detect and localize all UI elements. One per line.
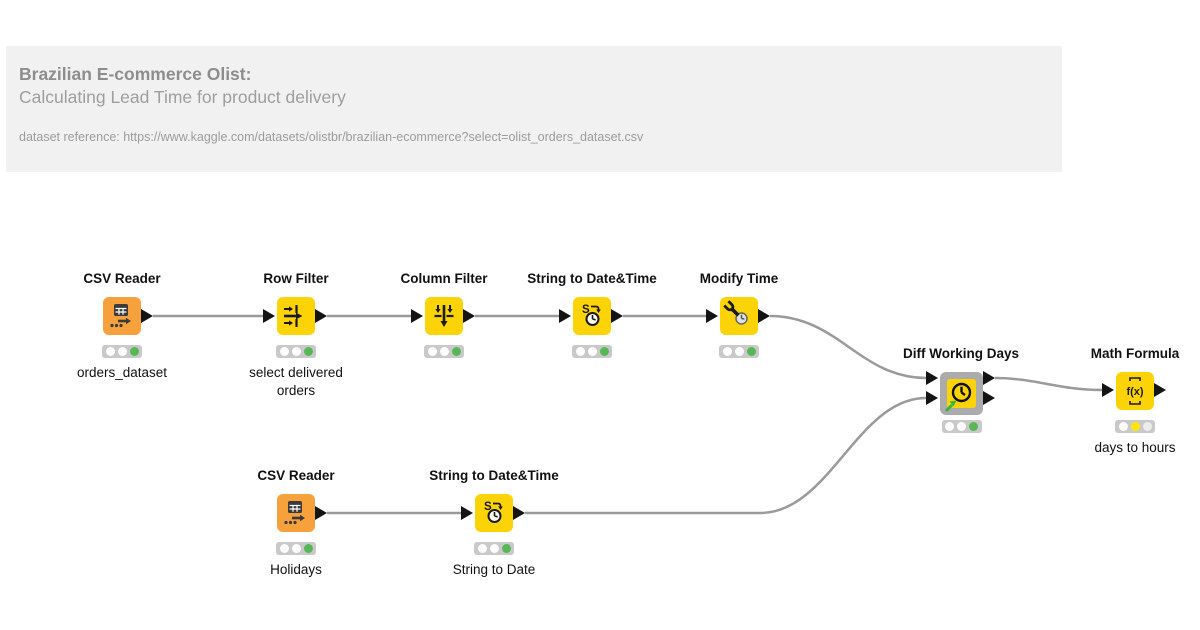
- node-title: Row Filter: [263, 271, 329, 286]
- row-filter-icon[interactable]: [277, 297, 315, 335]
- csv-reader-icon[interactable]: [103, 297, 141, 335]
- node-row-filter[interactable]: Row Filter select delivered orders: [249, 271, 343, 398]
- output-port[interactable]: [513, 506, 525, 520]
- traffic-light: [474, 542, 514, 555]
- annotation-dataset-reference: dataset reference: https://www.kaggle.co…: [19, 130, 644, 144]
- node-title: CSV Reader: [257, 468, 335, 483]
- traffic-light: [719, 345, 759, 358]
- node-title: String to Date&Time: [429, 468, 559, 483]
- node-title: Modify Time: [699, 271, 779, 286]
- string-to-datetime-icon[interactable]: S: [475, 494, 513, 532]
- node-title: String to Date&Time: [527, 271, 657, 286]
- output-port-2[interactable]: [983, 391, 995, 405]
- input-port[interactable]: [559, 309, 571, 323]
- input-port[interactable]: [411, 309, 423, 323]
- node-string-to-datetime-holidays[interactable]: String to Date&Time S String to Date: [429, 468, 559, 577]
- output-port[interactable]: [611, 309, 623, 323]
- traffic-light: [572, 345, 612, 358]
- annotation-subtitle: Calculating Lead Time for product delive…: [19, 87, 346, 107]
- wire-stringtodate2-to-diffdays[interactable]: [525, 396, 927, 515]
- wire-diffdays-to-mathformula[interactable]: [994, 376, 1103, 392]
- node-csv-reader-holidays[interactable]: CSV Reader Holidays: [257, 468, 334, 577]
- input-port[interactable]: [461, 506, 473, 520]
- output-port[interactable]: [141, 309, 153, 323]
- input-port-1[interactable]: [926, 371, 938, 385]
- input-port[interactable]: [1102, 383, 1114, 397]
- node-modify-time[interactable]: Modify Time: [700, 271, 778, 358]
- traffic-light: [424, 345, 464, 358]
- node-label: select delivered orders: [249, 365, 343, 398]
- output-port[interactable]: [1154, 383, 1166, 397]
- output-port-1[interactable]: [983, 371, 995, 385]
- diff-working-days-icon[interactable]: [940, 372, 983, 415]
- traffic-light: [941, 420, 982, 433]
- output-port[interactable]: [315, 309, 327, 323]
- output-port[interactable]: [315, 506, 327, 520]
- svg-text:f(x): f(x): [1126, 386, 1143, 398]
- traffic-light: [102, 345, 142, 358]
- input-port[interactable]: [706, 309, 718, 323]
- svg-text:S: S: [484, 501, 492, 513]
- node-title: CSV Reader: [83, 271, 161, 286]
- node-title: Diff Working Days: [902, 346, 1020, 361]
- traffic-light: [1115, 420, 1155, 433]
- string-to-datetime-icon[interactable]: S: [573, 297, 611, 335]
- wire-modifytime-to-diffdays[interactable]: [769, 314, 927, 380]
- input-port-2[interactable]: [926, 391, 938, 405]
- output-port[interactable]: [463, 309, 475, 323]
- modify-time-icon[interactable]: [720, 297, 758, 335]
- traffic-light: [276, 542, 316, 555]
- node-title: Math Formula: [1090, 346, 1180, 361]
- node-label: String to Date: [452, 562, 536, 577]
- svg-text:S: S: [582, 304, 590, 316]
- math-formula-icon[interactable]: f(x): [1116, 372, 1154, 410]
- node-label: days to hours: [1094, 440, 1176, 455]
- csv-reader-icon[interactable]: [277, 494, 315, 532]
- node-title: Column Filter: [400, 271, 488, 286]
- traffic-light: [276, 345, 316, 358]
- node-string-to-datetime-orders[interactable]: String to Date&Time S: [527, 271, 657, 358]
- node-diff-working-days[interactable]: Diff Working Days: [903, 346, 1019, 433]
- column-filter-icon[interactable]: [425, 297, 463, 335]
- node-column-filter[interactable]: Column Filter: [401, 271, 488, 358]
- node-label: Holidays: [270, 562, 322, 577]
- workflow-annotation[interactable]: Brazilian E-commerce Olist: Calculating …: [6, 46, 1062, 172]
- node-csv-reader-orders[interactable]: CSV Reader orders_dataset: [77, 271, 167, 380]
- output-port[interactable]: [758, 309, 770, 323]
- node-label: orders_dataset: [76, 365, 168, 380]
- annotation-title: Brazilian E-commerce Olist:: [19, 64, 252, 84]
- input-port[interactable]: [263, 309, 275, 323]
- node-math-formula[interactable]: Math Formula f(x) days to hours: [1091, 346, 1180, 455]
